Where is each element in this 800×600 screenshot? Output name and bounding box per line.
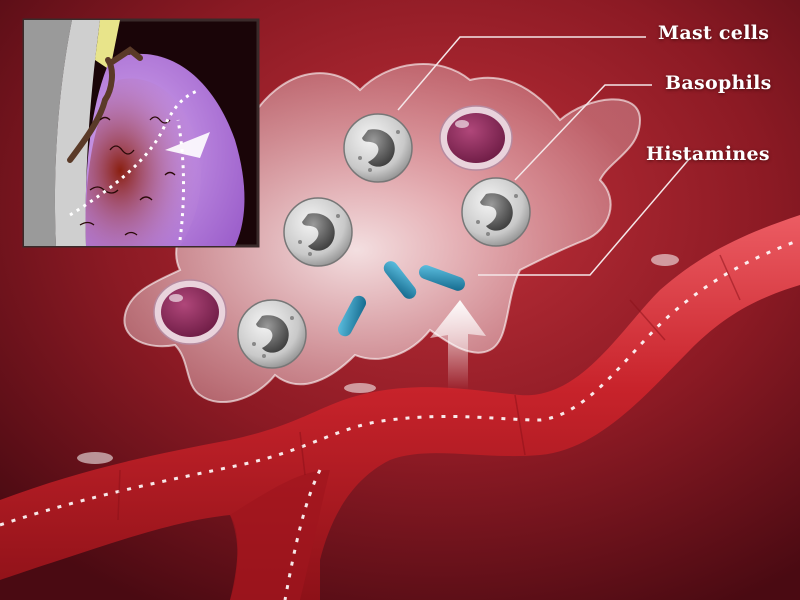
leader-lines — [397, 36, 691, 276]
mast-cell-icon — [461, 177, 531, 247]
inset-arrow-icon — [165, 132, 210, 158]
basophil-icon — [439, 105, 513, 171]
histamine-molecule-icon — [383, 261, 417, 299]
histamine-molecule-icon — [337, 295, 367, 337]
inset-panel — [22, 18, 260, 248]
basophil-icon — [153, 279, 227, 345]
blood-vessel — [0, 215, 800, 600]
basophil-group — [153, 105, 513, 345]
histamine-group — [337, 261, 465, 337]
histamine-molecule-icon — [419, 265, 465, 291]
flow-arrow-icon — [430, 300, 486, 390]
mast-cell-icon — [237, 299, 307, 369]
mast-cell-icon — [283, 197, 353, 267]
mast-cell-icon — [343, 113, 413, 183]
mast-cell-group — [237, 113, 531, 369]
